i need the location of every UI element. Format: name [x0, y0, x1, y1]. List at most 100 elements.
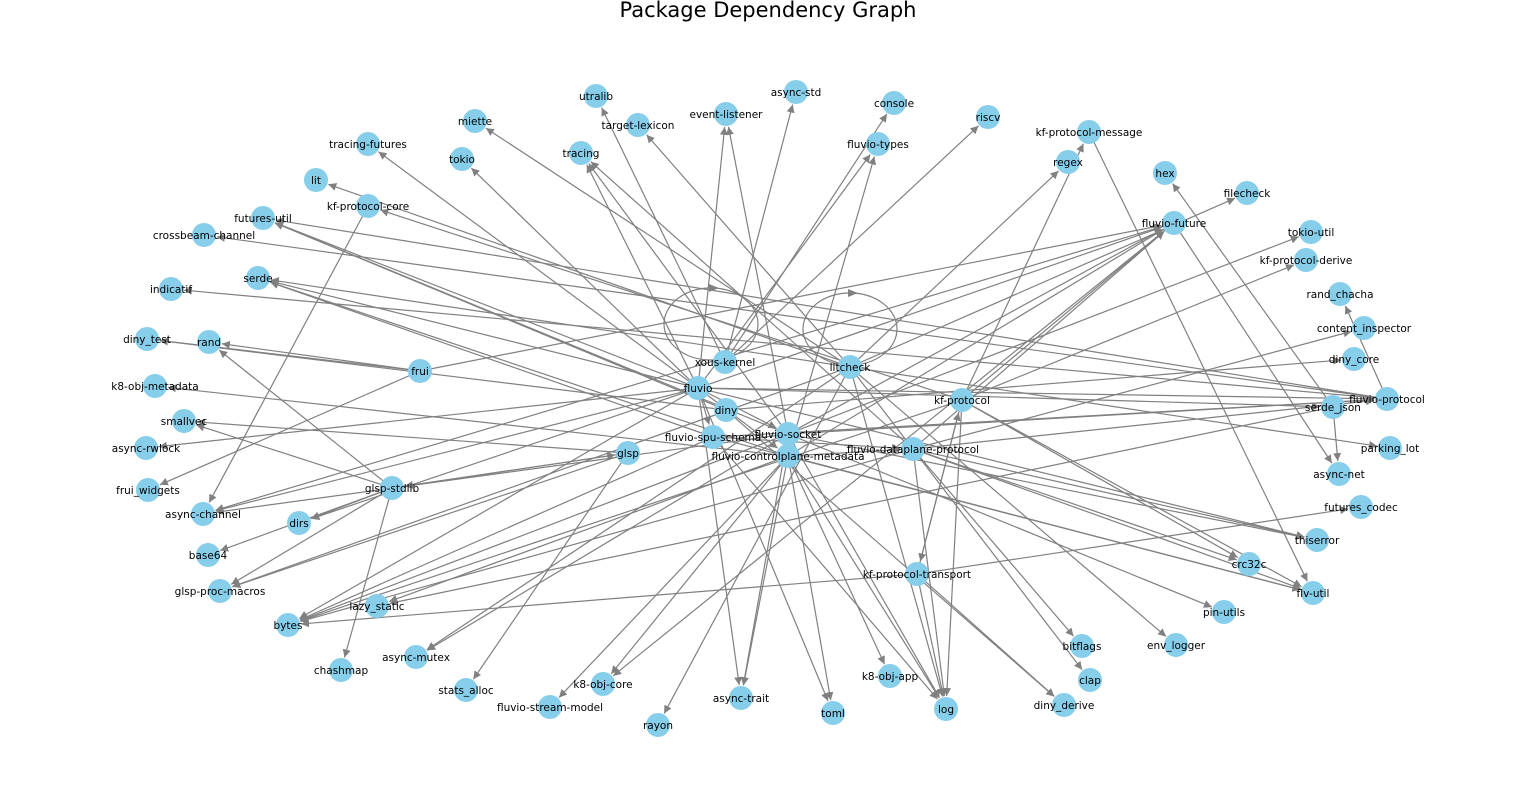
node-label: clap	[1079, 675, 1101, 687]
node-regex: regex	[1053, 150, 1083, 174]
edge-kf-protocol-core-to-async-channel	[208, 212, 366, 503]
node-glsp-proc-macros: glsp-proc-macros	[175, 579, 265, 603]
edge-fluvio-to-tracing-futures	[378, 151, 693, 385]
edge-fluvio-socket-to-async-trait	[740, 440, 788, 686]
node-diny: diny	[714, 398, 738, 422]
node-label: async-trait	[713, 693, 769, 705]
node-circle	[1237, 552, 1261, 576]
node-circle	[713, 350, 737, 374]
node-k8-obj-metadata: k8-obj-metadata	[111, 374, 199, 398]
node-label: kf-protocol-derive	[1260, 255, 1353, 267]
node-bytes: bytes	[274, 613, 302, 637]
node-label: kf-protocol-message	[1036, 127, 1143, 139]
node-async-rwlock: async-rwlock	[112, 436, 181, 460]
node-circle	[1342, 347, 1366, 371]
node-label: kf-protocol	[934, 395, 990, 407]
node-label: crc32c	[1232, 559, 1267, 571]
node-circle	[1321, 395, 1345, 419]
node-circle	[134, 436, 158, 460]
node-circle	[1299, 220, 1323, 244]
node-circle	[538, 695, 562, 719]
node-kf-protocol: kf-protocol	[934, 388, 990, 412]
node-label: xous-kernel	[695, 357, 756, 369]
edge-kf-protocol-to-log	[943, 407, 963, 697]
node-label: k8-obj-app	[862, 671, 919, 683]
node-circle	[626, 113, 650, 137]
node-label: rayon	[643, 720, 673, 732]
node-label: miette	[458, 116, 492, 128]
edge-self-loop-arrow-litcheck	[848, 289, 858, 297]
edge-fluvio-socket-to-tokio-util	[794, 235, 1300, 432]
node-label: target-lexicon	[602, 120, 675, 132]
edge-litcheck-to-clap	[853, 372, 1083, 671]
node-label: indicatif	[150, 284, 192, 296]
node-fluvio-stream-model: fluvio-stream-model	[497, 695, 603, 719]
node-tracing: tracing	[563, 141, 600, 165]
edge-fluvio-socket-to-pin-utils	[794, 436, 1213, 608]
node-circle	[1164, 633, 1188, 657]
node-futures-util: futures-util	[234, 206, 292, 230]
node-label: event-listener	[689, 109, 763, 121]
edge-fluvio-spu-schema-to-flv-util	[719, 438, 1301, 592]
edge-serde-json-to-async-net	[1333, 414, 1342, 462]
edge-fluvio-to-toml	[700, 394, 829, 702]
node-clap: clap	[1078, 668, 1102, 692]
node-label: rand_chacha	[1306, 289, 1373, 301]
edge-fluvio-to-tracing	[586, 164, 696, 382]
node-label: fluvio-protocol	[1349, 394, 1425, 406]
node-hex: hex	[1153, 161, 1177, 185]
node-circle	[1235, 181, 1259, 205]
node-label: crossbeam-channel	[153, 230, 255, 242]
node-lit: lit	[304, 168, 328, 192]
node-label: async-mutex	[382, 652, 450, 664]
node-fluvio-socket: fluvio-socket	[755, 422, 821, 446]
node-tokio: tokio	[449, 147, 475, 171]
edge-fluvio-controlplane-metadata-to-async-trait	[741, 462, 788, 686]
node-label: bitflags	[1063, 641, 1102, 653]
node-circle	[404, 645, 428, 669]
edge-litcheck-to-env-logger	[855, 371, 1167, 638]
node-label: tracing	[563, 148, 600, 160]
edge-fluvio-socket-to-thiserror	[794, 434, 1305, 540]
node-circle	[1162, 211, 1186, 235]
node-circle	[197, 330, 221, 354]
node-glsp-stdlib: glsp-stdlib	[365, 476, 419, 500]
edge-litcheck-to-glsp-proc-macros	[232, 368, 844, 588]
node-label: base64	[189, 550, 228, 562]
edge-fluvio-controlplane-metadata-to-fluvio-dataplane-protocol	[795, 446, 901, 457]
node-circle	[784, 80, 808, 104]
node-fluvio-spu-schema: fluvio-spu-schema	[665, 425, 761, 449]
edge-fluvio-dataplane-protocol-to-log	[913, 456, 948, 697]
edge-litcheck-to-target-lexicon	[646, 134, 846, 362]
node-circle	[1305, 528, 1329, 552]
node-label: dirs	[289, 518, 308, 530]
edge-glsp-stdlib-to-glsp-proc-macros	[230, 491, 387, 585]
node-circle	[329, 658, 353, 682]
edge-fluvio-dataplane-protocol-to-bitflags	[917, 454, 1074, 637]
node-circle	[356, 194, 380, 218]
node-label: fluvio-controlplane-metadata	[711, 451, 864, 463]
node-circle	[584, 84, 608, 108]
edge-layer	[158, 104, 1385, 714]
edge-frui-to-fluvio-future	[426, 223, 1162, 371]
node-circle	[714, 398, 738, 422]
node-kf-protocol-derive: kf-protocol-derive	[1260, 248, 1353, 272]
node-circle	[304, 168, 328, 192]
node-fluvio-future: fluvio-future	[1142, 211, 1206, 235]
edge-kf-protocol-to-kf-protocol-derive	[968, 264, 1295, 398]
node-label: frui_widgets	[116, 485, 180, 497]
node-circle	[1349, 495, 1373, 519]
edge-diny-to-diny-core	[733, 356, 1342, 411]
edge-kf-protocol-to-crc32c	[967, 403, 1239, 559]
node-target-lexicon: target-lexicon	[602, 113, 675, 137]
edge-kf-protocol-transport-to-bytes	[300, 573, 910, 628]
edge-kf-protocol-transport-to-log	[917, 580, 946, 697]
node-circle	[287, 511, 311, 535]
edge-fluvio-to-async-channel	[215, 389, 692, 513]
node-label: lazy_static	[349, 601, 404, 613]
edge-litcheck-to-serde	[270, 277, 843, 367]
edge-glsp-stdlib-to-rand	[218, 349, 387, 484]
node-label: async-net	[1313, 469, 1365, 481]
